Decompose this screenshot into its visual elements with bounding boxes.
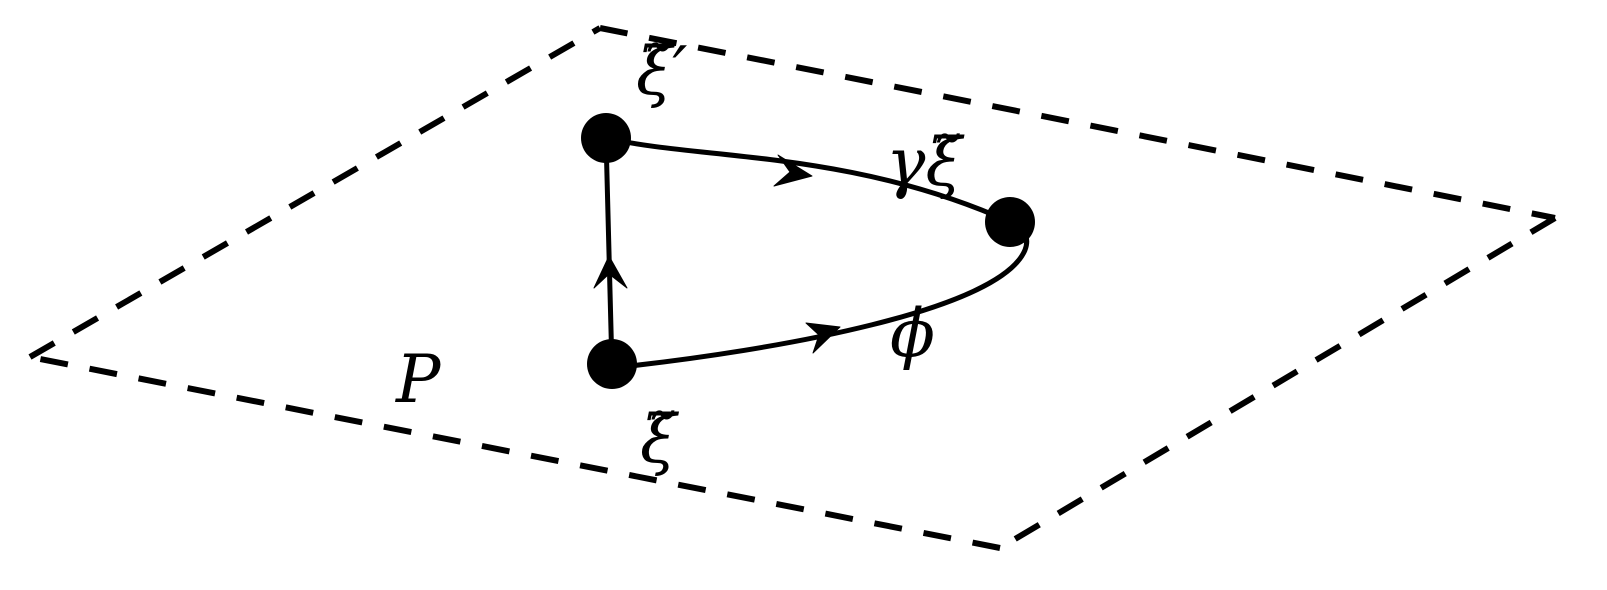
label-plane-p: P <box>395 341 442 418</box>
math-labels: ξ̃′ γξ̃ ϕ ξ̃ P <box>395 33 965 478</box>
plane-edge-right <box>998 215 1557 551</box>
graph-nodes <box>581 113 1035 389</box>
arrowhead-vertical <box>593 255 628 289</box>
node-xi <box>587 339 637 389</box>
edge-xi-to-xi-prime <box>603 135 615 371</box>
plane-outline <box>28 25 1557 551</box>
label-gamma-xi: γξ̃ <box>886 124 965 201</box>
plane-edge-left <box>28 25 602 360</box>
label-phi: ϕ <box>890 295 935 372</box>
arrowhead-gamma-xi <box>773 154 813 187</box>
arrowhead-phi <box>805 322 841 354</box>
plane-edge-top <box>599 25 1556 221</box>
label-xi: ξ̃ <box>640 401 680 478</box>
node-gamma-xi <box>985 197 1035 247</box>
label-xi-prime: ξ̃′ <box>636 33 687 110</box>
node-xi-prime <box>581 113 631 163</box>
plane-edge-bottom <box>29 354 1001 551</box>
graph-edges <box>593 135 1030 371</box>
